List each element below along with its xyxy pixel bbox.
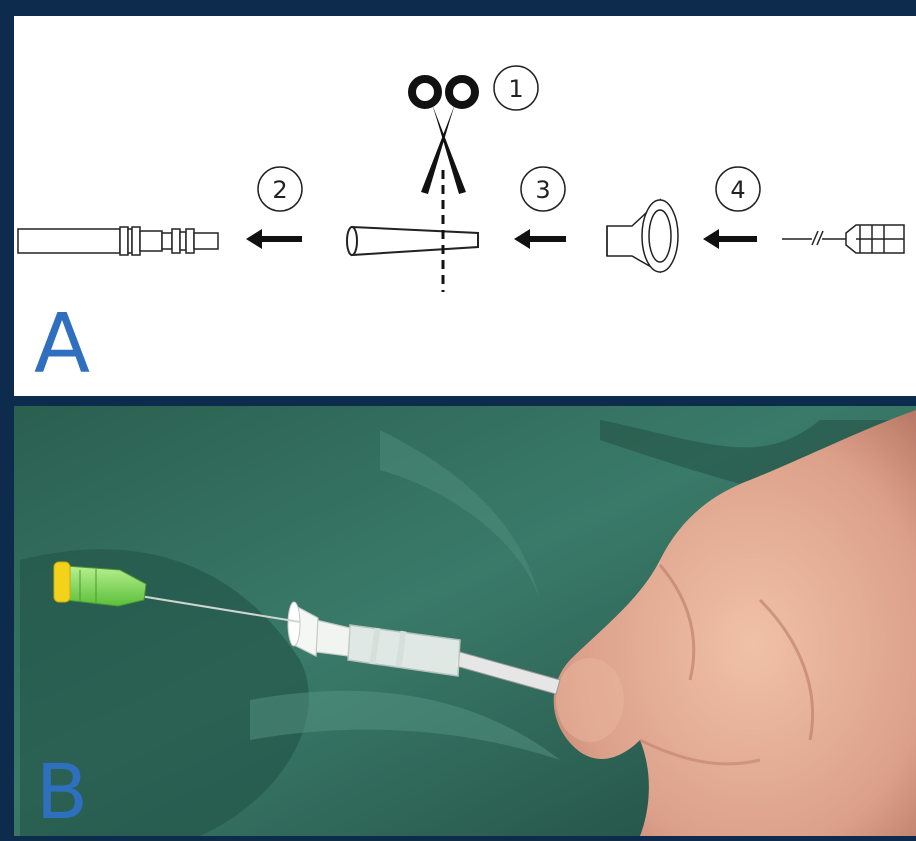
step-2-label: 2 (272, 176, 287, 204)
step-3-label: 3 (535, 176, 550, 204)
panel-b: B (14, 406, 916, 836)
panel-a-label: A (34, 297, 90, 392)
hub-cap (54, 562, 70, 602)
step-4-label: 4 (730, 176, 745, 204)
panel-b-label: B (36, 747, 88, 836)
catheter-sheath (18, 227, 218, 255)
panel-divider (0, 396, 916, 406)
panel-a (14, 16, 916, 396)
step-1-label: 1 (508, 75, 523, 103)
